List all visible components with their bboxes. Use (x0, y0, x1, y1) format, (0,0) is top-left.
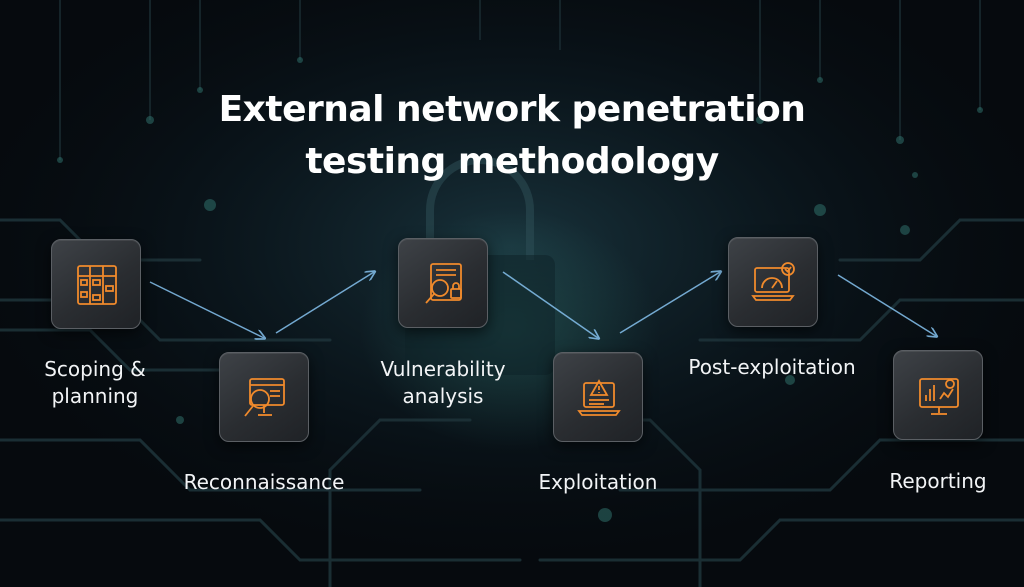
planning-board-icon (77, 265, 117, 305)
step-vulnerability-label: Vulnerability analysis (380, 357, 506, 408)
diagram-title: External network penetration testing met… (0, 84, 1024, 188)
arrow-1-to-2 (149, 281, 264, 338)
document-search-icon (425, 263, 462, 304)
step-scoping-label: Scoping & planning (44, 357, 146, 408)
magnifier-screen-icon (244, 378, 285, 417)
laptop-warning-icon (577, 379, 621, 416)
step-reconnaissance-tile (219, 352, 309, 442)
step-reporting-label: Reporting (889, 469, 987, 493)
arrow-5-to-6 (837, 274, 936, 336)
title-line-1: External network penetration (218, 89, 806, 130)
step-reconnaissance-label: Reconnaissance (183, 470, 345, 494)
report-charts-icon (919, 378, 959, 415)
step-post-exploitation-label: Post-exploitation (688, 355, 856, 379)
step-reporting-tile (893, 350, 983, 440)
step-exploitation-label: Exploitation (538, 470, 658, 494)
arrow-2-to-3 (275, 272, 374, 334)
arrow-3-to-4 (502, 271, 598, 338)
step-scoping-tile (51, 239, 141, 329)
step-exploitation-tile (553, 352, 643, 442)
arrow-4-to-5 (619, 272, 720, 334)
gauge-check-icon (751, 262, 795, 301)
title-line-2: testing methodology (305, 141, 719, 182)
step-post-exploitation-tile (728, 237, 818, 327)
step-vulnerability-tile (398, 238, 488, 328)
